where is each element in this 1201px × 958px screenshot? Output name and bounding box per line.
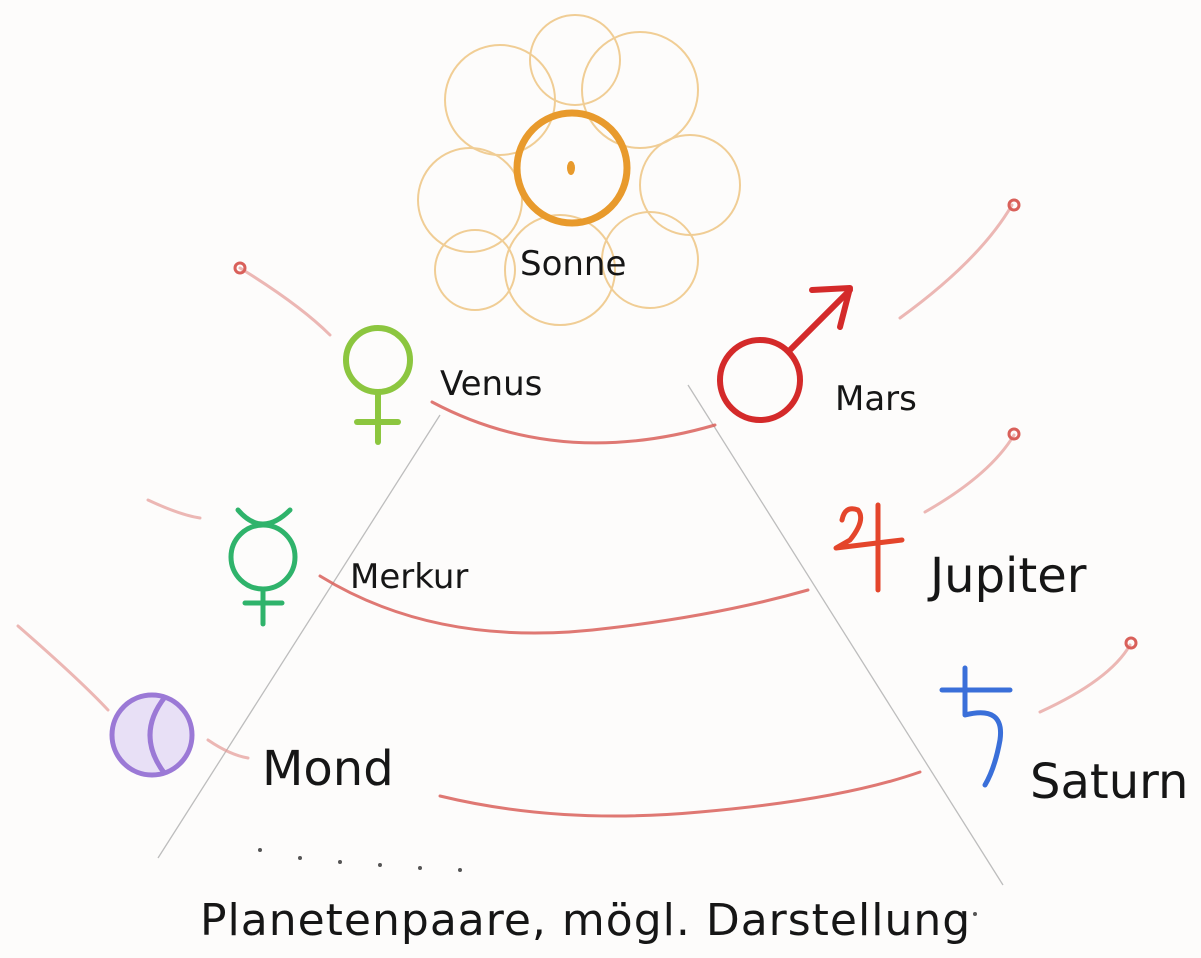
sun-center-dot (567, 161, 575, 175)
diagram-caption: Planetenpaare, mögl. Darstellung (200, 895, 971, 946)
mercury-label: Merkur (350, 557, 468, 597)
jupiter-symbol (836, 505, 902, 590)
pyramid-outline (158, 385, 1003, 885)
saturn-symbol (942, 668, 1010, 785)
jupiter-label: Jupiter (927, 548, 1087, 604)
sun-symbol: Sonne (418, 15, 740, 325)
sun-label: Sonne (520, 244, 626, 284)
venus-symbol (346, 328, 410, 442)
moon-symbol (112, 695, 192, 775)
saturn-label: Saturn (1030, 754, 1188, 810)
mercury-symbol (231, 510, 295, 624)
mars-label: Mars (835, 379, 917, 419)
mars-symbol (720, 288, 850, 420)
moon-label: Mond (262, 741, 394, 797)
venus-label: Venus (440, 364, 542, 404)
